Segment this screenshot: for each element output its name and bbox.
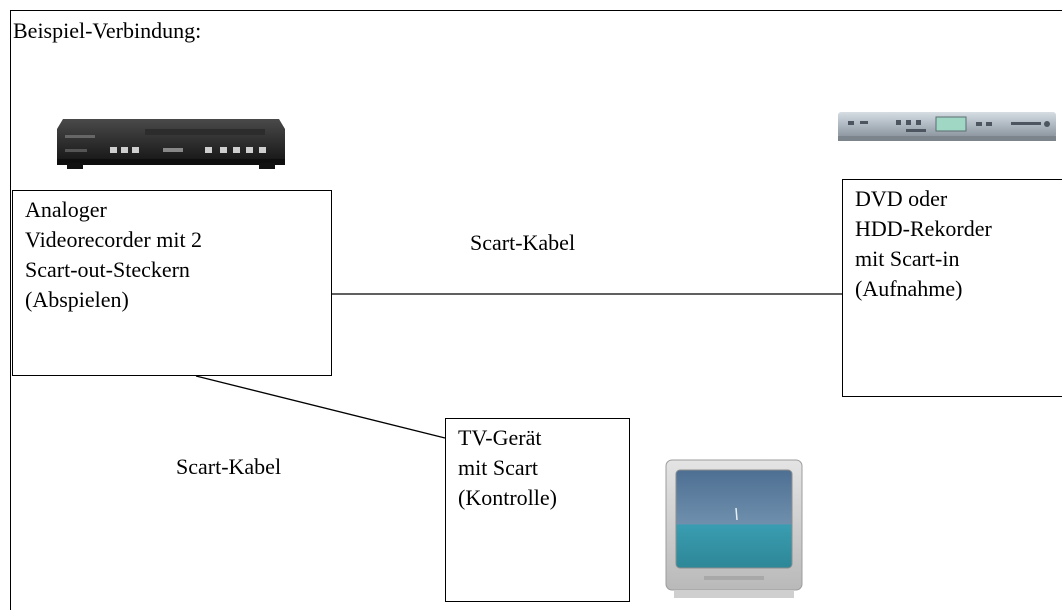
node-dvd-recorder: DVD oder HDD-Rekorder mit Scart-in (Aufn…: [842, 179, 1062, 397]
node-dvd-line: mit Scart-in: [855, 246, 960, 271]
node-vcr: Analoger Videorecorder mit 2 Scart-out-S…: [12, 190, 332, 376]
node-tv-line: mit Scart: [458, 455, 539, 480]
node-vcr-line: (Abspielen): [25, 287, 129, 312]
vcr-device-image: [57, 119, 285, 169]
node-tv-line: (Kontrolle): [458, 485, 557, 510]
node-tv: TV-Gerät mit Scart (Kontrolle): [445, 418, 630, 602]
node-vcr-line: Analoger: [25, 197, 107, 222]
node-dvd-line: HDD-Rekorder: [855, 216, 992, 241]
node-vcr-line: Videorecorder mit 2: [25, 227, 203, 252]
diagram-frame: [10, 10, 1062, 610]
node-tv-line: TV-Gerät: [458, 425, 542, 450]
node-vcr-line: Scart-out-Steckern: [25, 257, 190, 282]
dvd-recorder-device-image: [838, 112, 1056, 141]
node-dvd-line: DVD oder: [855, 186, 948, 211]
connector-vcr-tv: [195, 375, 446, 439]
node-dvd-line: (Aufnahme): [855, 276, 963, 301]
diagram-title: Beispiel-Verbindung:: [13, 18, 202, 43]
edge-label-vcr-tv: Scart-Kabel: [176, 454, 282, 479]
tv-device-image: [665, 459, 803, 598]
edge-label-vcr-dvd: Scart-Kabel: [470, 230, 576, 255]
